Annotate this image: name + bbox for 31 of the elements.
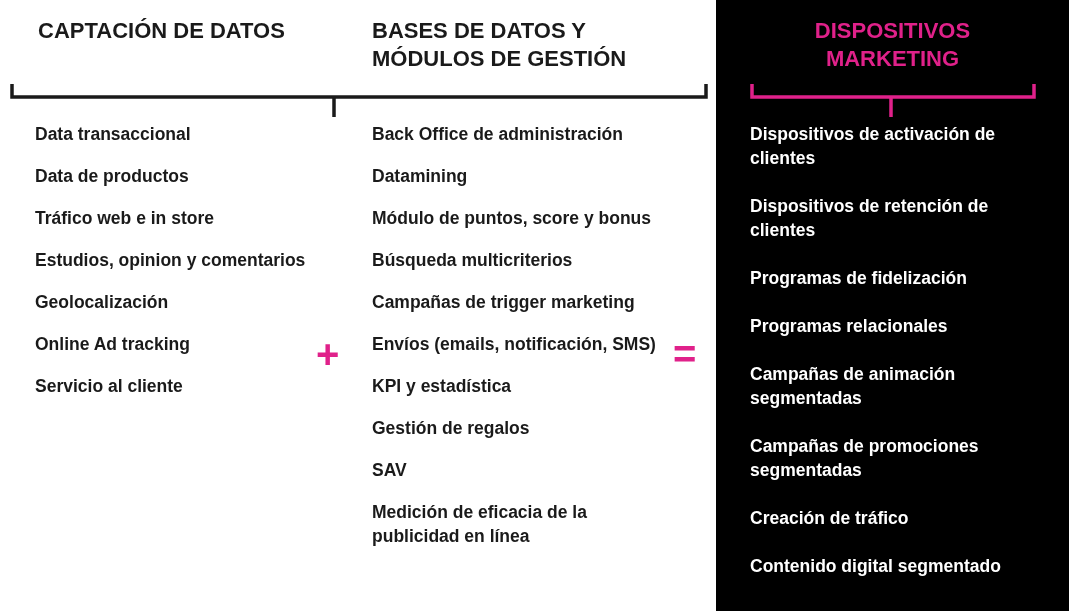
list-item: Programas de fidelización [750, 267, 968, 290]
list-item: Data transaccional [35, 123, 192, 146]
column-heading: CAPTACIÓN DE DATOS [38, 17, 286, 45]
list-item: KPI y estadística [372, 375, 513, 398]
list-item: Gestión de regalos [372, 417, 531, 440]
list-item: Módulo de puntos, score y bonus [372, 207, 653, 230]
list-item: Programas relacionales [750, 315, 949, 338]
column-heading: BASES DE DATOS Y MÓDULOS DE GESTIÓN [372, 17, 628, 73]
list-item: Datamining [372, 165, 469, 188]
list-item: Dispositivos de retención de clientes [750, 195, 990, 242]
list-item: Estudios, opinion y comentarios [35, 249, 307, 272]
list-item: Online Ad tracking [35, 333, 191, 356]
list-item: Back Office de administración [372, 123, 624, 146]
list-item: Data de productos [35, 165, 190, 188]
operator-sign: = [673, 334, 697, 374]
list-item: SAV [372, 459, 408, 482]
list-item: Geolocalización [35, 291, 170, 314]
list-item: Campañas de animación segmentadas [750, 363, 957, 410]
list-item: Servicio al cliente [35, 375, 184, 398]
dark-panel [716, 0, 1069, 611]
list-item: Dispositivos de activación de clientes [750, 123, 997, 170]
list-item: Envíos (emails, notificación, SMS) [372, 333, 657, 356]
list-item: Campañas de promociones segmentadas [750, 435, 980, 482]
list-item: Medición de eficacia de la publicidad en línea [372, 501, 588, 548]
column-heading: DISPOSITIVOS MARKETING [813, 17, 972, 73]
list-item: Contenido digital segmentado [750, 555, 1002, 578]
list-item: Campañas de trigger marketing [372, 291, 636, 314]
list-item: Creación de tráfico [750, 507, 910, 530]
list-item: Tráfico web e in store [35, 207, 215, 230]
operator-sign: + [316, 334, 340, 374]
list-item: Búsqueda multicriterios [372, 249, 574, 272]
